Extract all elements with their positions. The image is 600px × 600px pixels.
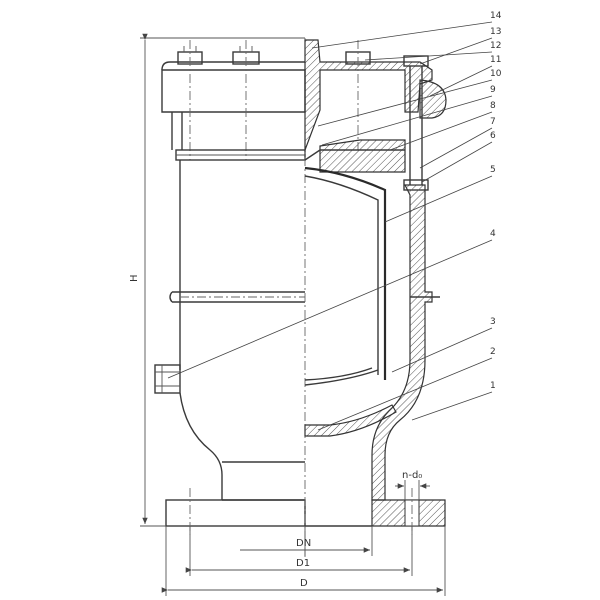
valve-seat xyxy=(319,139,406,173)
dim-h-label: H xyxy=(129,274,140,282)
part-number-label: 3 xyxy=(490,317,496,327)
dim-bolt-holes-label: n-d₀ xyxy=(402,470,422,481)
body-wall xyxy=(371,184,433,501)
part-number-label: 13 xyxy=(490,27,501,37)
exterior-half xyxy=(154,40,306,535)
cover-bolt xyxy=(177,40,203,160)
part-number-label: 4 xyxy=(490,229,496,239)
cover-section xyxy=(304,39,433,151)
float-seat xyxy=(304,404,397,437)
part-number-label: 6 xyxy=(490,131,496,141)
top-cover xyxy=(161,69,306,113)
lifting-lug xyxy=(419,79,447,119)
part-number-label: 5 xyxy=(490,165,496,175)
part-number-label: 10 xyxy=(490,69,502,79)
part-number-label: 2 xyxy=(490,347,496,357)
dim-d-label: D xyxy=(300,578,308,589)
part-number-label: 1 xyxy=(490,381,496,391)
base-flange xyxy=(165,499,306,527)
section-half xyxy=(304,39,447,535)
part-number-label: 12 xyxy=(490,41,501,51)
part-number-label: 9 xyxy=(490,85,496,95)
cover-bolt xyxy=(232,40,260,160)
dimension-lines: H DN D1 D n-d₀ xyxy=(129,33,446,596)
part-number-label: 11 xyxy=(490,55,501,65)
part-number-label: 14 xyxy=(490,11,502,21)
part-callouts: 14 13 12 11 10 9 8 7 6 5 4 3 2 1 xyxy=(167,11,502,431)
part-number-label: 8 xyxy=(490,101,496,111)
dim-dn-label: DN xyxy=(296,538,311,549)
side-plug xyxy=(154,364,181,394)
dim-d1-label: D1 xyxy=(296,558,310,569)
part-number-label: 7 xyxy=(490,117,496,127)
